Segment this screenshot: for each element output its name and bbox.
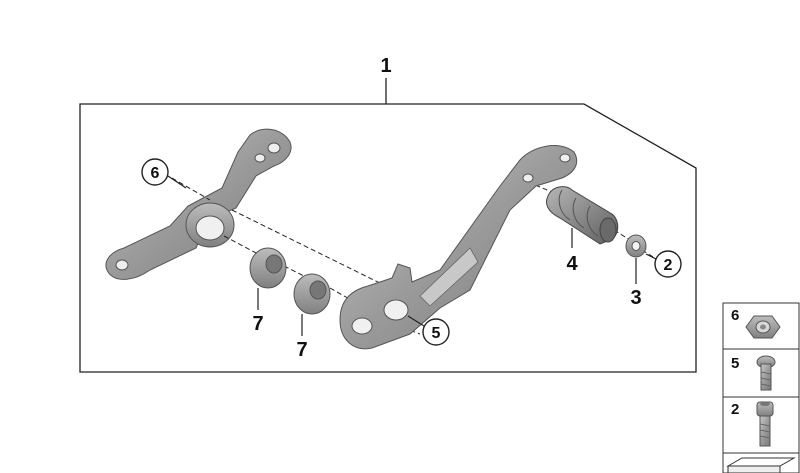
callout-1: 1 xyxy=(380,55,391,77)
foot-peg-rubber xyxy=(546,186,619,245)
legend-number-6: 6 xyxy=(731,307,739,324)
bushing-right xyxy=(293,273,331,315)
callout-4: 4 xyxy=(566,253,578,275)
assembly-frame xyxy=(79,78,697,373)
arrow-icon xyxy=(726,457,796,473)
svg-text:6: 6 xyxy=(151,165,160,182)
legend-number-5: 5 xyxy=(731,355,739,372)
legend-number-2: 2 xyxy=(731,401,739,418)
mounting-bracket xyxy=(105,128,292,280)
hardware-legend: 6 5 2 xyxy=(722,302,800,473)
foot-lever xyxy=(339,145,578,350)
svg-text:5: 5 xyxy=(432,325,441,342)
callout-5-circle: 5 xyxy=(422,318,450,346)
torx-screw-icon xyxy=(756,355,776,391)
callout-2-circle: 2 xyxy=(654,250,682,278)
callout-7-right: 7 xyxy=(296,339,307,361)
hex-socket-screw-icon xyxy=(756,401,774,447)
washer xyxy=(625,234,647,258)
callout-7-left: 7 xyxy=(252,313,263,335)
callout-6-circle: 6 xyxy=(141,158,169,186)
svg-text:2: 2 xyxy=(664,257,673,274)
nut-icon xyxy=(745,315,781,339)
bushing-left xyxy=(249,247,287,289)
callout-3: 3 xyxy=(630,287,641,309)
